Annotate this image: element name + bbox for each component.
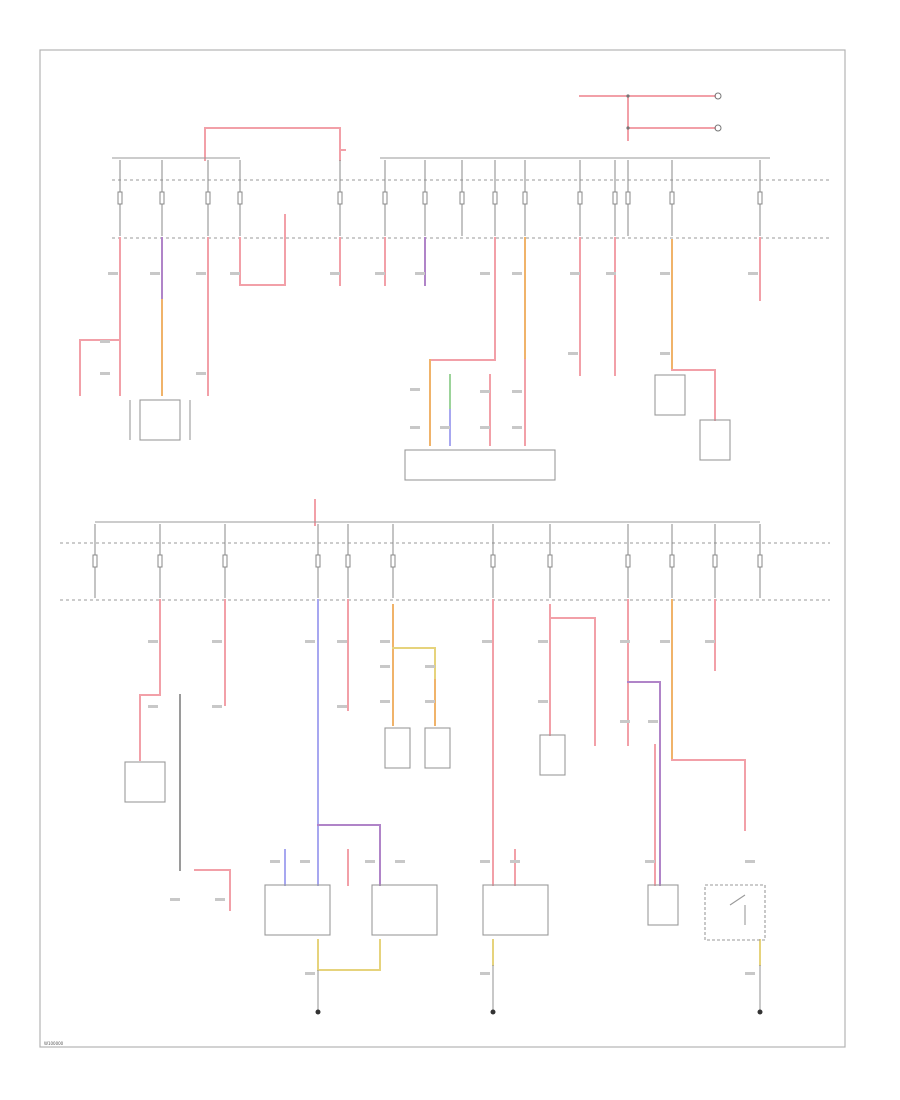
fuse-symbol (712, 524, 718, 598)
connector-label-mark (212, 640, 222, 643)
connector-label-mark (660, 352, 670, 355)
middle-fuse-panel (60, 499, 830, 926)
top-fuse-panel (79, 92, 830, 481)
fuse-symbol (522, 160, 528, 236)
fuse-symbol (315, 524, 321, 598)
bottom-relays (264, 824, 766, 1015)
connector-label-mark (568, 352, 578, 355)
connector-label-mark (337, 705, 347, 708)
connector-label-mark (480, 860, 490, 863)
fuse-symbol (337, 160, 343, 236)
connector-label-mark (745, 972, 755, 975)
fuse-symbol (222, 524, 228, 598)
connector-label-mark (380, 700, 390, 703)
connector-label-mark (148, 640, 158, 643)
fuse-symbol (757, 160, 763, 236)
connector-label-mark (705, 640, 715, 643)
connector-label-mark (212, 705, 222, 708)
fuse-symbol (205, 160, 211, 236)
fuse-symbol (625, 160, 631, 236)
connector-label-mark (660, 640, 670, 643)
fuse-symbol (490, 524, 496, 598)
connector-label-mark (380, 640, 390, 643)
connector-label-mark (150, 272, 160, 275)
connector-label-mark (425, 665, 435, 668)
connector-label-mark (480, 272, 490, 275)
connector-label-mark (480, 972, 490, 975)
fuse-symbol (459, 160, 465, 236)
connector-label-mark (108, 272, 118, 275)
fuse-symbol (92, 524, 98, 598)
connector-label-mark (512, 390, 522, 393)
fuse-symbol (382, 160, 388, 236)
fuse-symbol (669, 524, 675, 598)
connector-label-mark (395, 860, 405, 863)
connector-label-mark (215, 898, 225, 901)
connector-label-mark (510, 860, 520, 863)
connector-label-mark (480, 390, 490, 393)
connector-label-mark (648, 720, 658, 723)
connector-label-mark (512, 272, 522, 275)
connector-label-mark (196, 272, 206, 275)
connector-label-mark (196, 372, 206, 375)
fuse-symbol (757, 524, 763, 598)
connector-label-mark (300, 860, 310, 863)
connector-label-mark (410, 426, 420, 429)
fuse-symbol (492, 160, 498, 236)
connector-label-mark (620, 640, 630, 643)
connector-labels (100, 272, 758, 975)
connector-label-mark (337, 640, 347, 643)
connector-label-mark (375, 272, 385, 275)
connector-label-mark (425, 700, 435, 703)
connector-label-mark (148, 705, 158, 708)
fuse-symbol (422, 160, 428, 236)
fuse-symbol (157, 524, 163, 598)
connector-label-mark (606, 272, 616, 275)
connector-label-mark (415, 272, 425, 275)
fuse-symbol (612, 160, 618, 236)
connector-label-mark (748, 272, 758, 275)
connector-label-mark (645, 860, 655, 863)
connector-label-mark (512, 426, 522, 429)
fuse-symbol (547, 524, 553, 598)
connector-label-mark (620, 720, 630, 723)
connector-label-mark (305, 640, 315, 643)
connector-label-mark (410, 388, 420, 391)
connector-label-mark (440, 426, 450, 429)
fuse-symbol (625, 524, 631, 598)
fuse-symbol (669, 160, 675, 236)
connector-label-mark (480, 426, 490, 429)
fuse-symbol (345, 524, 351, 598)
connector-label-mark (100, 372, 110, 375)
connector-label-mark (230, 272, 240, 275)
connector-label-mark (305, 972, 315, 975)
fuse-symbol (117, 160, 123, 236)
fuse-symbol (159, 160, 165, 236)
connector-label-mark (660, 272, 670, 275)
connector-label-mark (270, 860, 280, 863)
connector-label-mark (538, 700, 548, 703)
connector-label-mark (745, 860, 755, 863)
connector-label-mark (538, 640, 548, 643)
connector-label-mark (170, 898, 180, 901)
connector-label-mark (100, 340, 110, 343)
fuse-symbol (390, 524, 396, 598)
fuse-symbol (577, 160, 583, 236)
image-reference: W100000 (44, 1041, 64, 1046)
connector-label-mark (570, 272, 580, 275)
diagram-frame (39, 49, 846, 1048)
connector-label-mark (482, 640, 492, 643)
connector-label-mark (380, 665, 390, 668)
fuse-symbol (237, 160, 243, 236)
connector-label-mark (330, 272, 340, 275)
connector-label-mark (365, 860, 375, 863)
